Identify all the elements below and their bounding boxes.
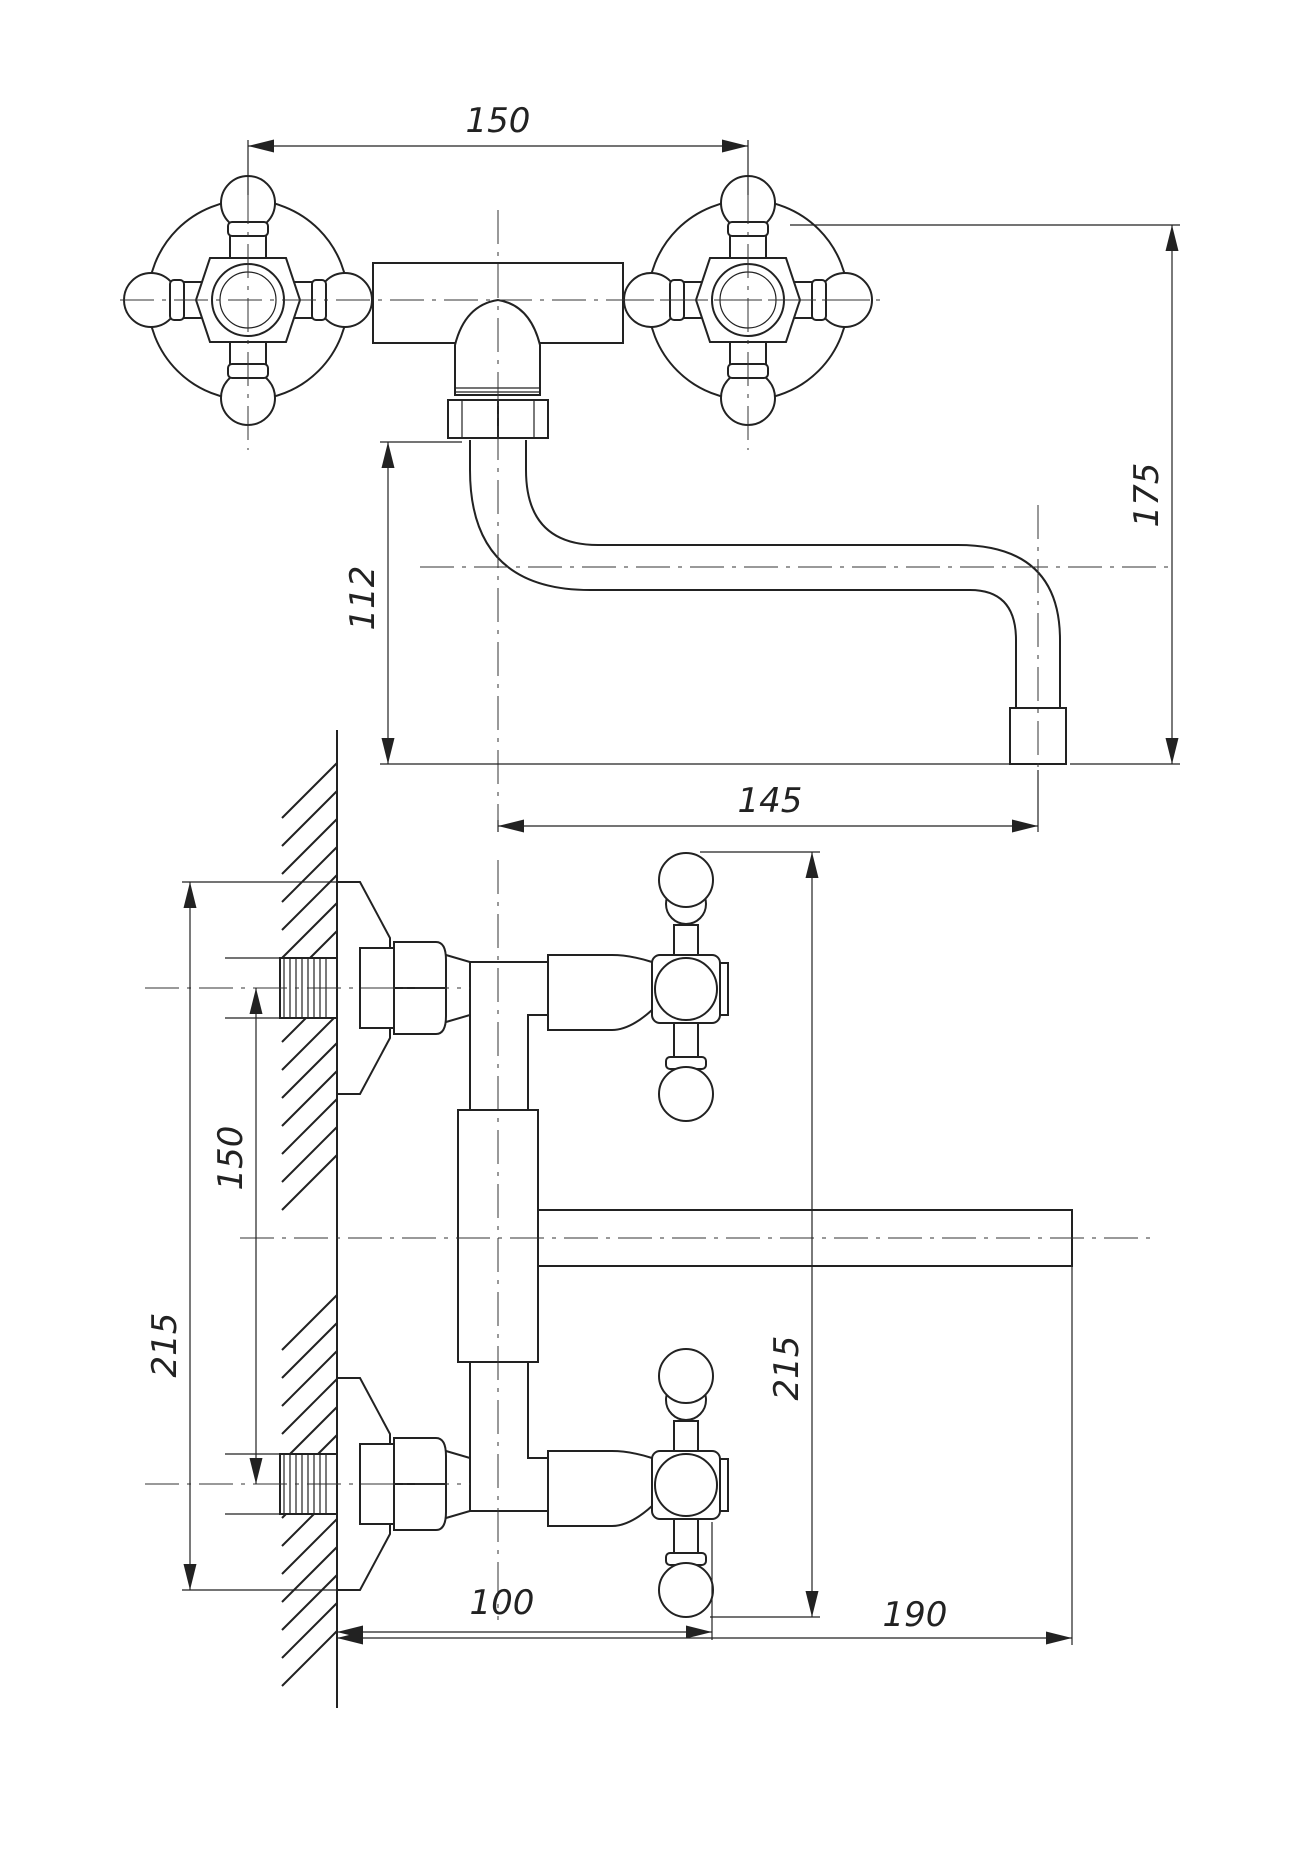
dim-side-inlet-spacing: 150 (211, 1126, 251, 1191)
lower-inlet-assembly (279, 1377, 471, 1591)
side-view: 215 150 215 100 190 (145, 730, 1150, 1708)
lower-handle-side (547, 1348, 729, 1618)
dim-side-outer-height-right: 215 (767, 1336, 807, 1401)
dim-side-spout-depth: 190 (883, 1595, 948, 1635)
spout-pipe (469, 440, 1067, 765)
dim-top-total-height: 175 (1127, 463, 1167, 528)
dim-side-handle-depth: 100 (470, 1583, 535, 1623)
top-view: 150 175 112 145 (120, 101, 1180, 833)
wall-hatching (281, 762, 338, 1687)
dim-top-spout-reach: 145 (738, 781, 803, 821)
dim-top-handle-spacing: 150 (466, 101, 531, 141)
dim-top-spout-height: 112 (343, 566, 383, 631)
upper-handle-side (547, 852, 729, 1122)
dim-side-outer-height-left: 215 (145, 1313, 185, 1378)
